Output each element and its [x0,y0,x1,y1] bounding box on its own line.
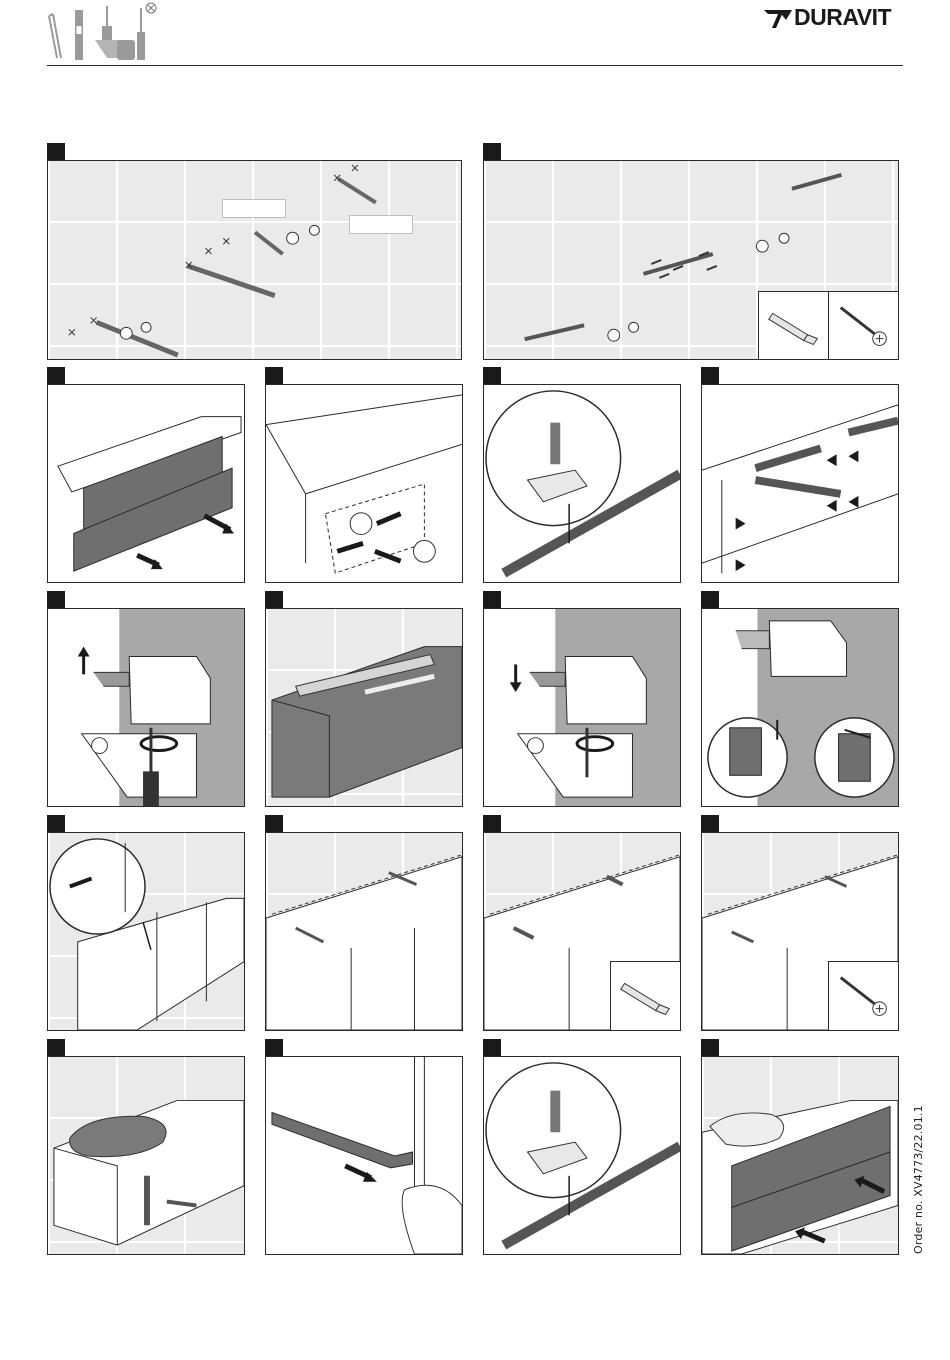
screwdriver-icon [137,3,156,60]
step-panel-drill-holes [265,832,463,1031]
screw-callout [828,961,899,1031]
step-panel-runner-lock [265,1056,463,1255]
drawer-removal-illustration [266,385,462,582]
step-panel-runner-release-detail [483,384,681,583]
step-panel-wall-marking [47,160,462,360]
bracket-height-up-illustration [48,609,244,806]
spirit-level-icon [75,10,83,60]
step-panel-bracket-height-up [47,608,245,807]
step-panel-runner-engage-detail [483,1056,681,1255]
drawers-push-in-illustration [702,1057,898,1254]
wall-plug-icon [759,292,829,360]
bracket-adjust-detail-illustration [702,609,898,806]
step-number-tag [265,591,283,609]
brand-name: DURAVIT [794,4,891,31]
drawers-pull-out-illustration [48,385,244,582]
step-panel-drawers-push-in [701,1056,899,1255]
runner-lock-illustration [266,1057,462,1254]
step-panel-basin-mounting [47,1056,245,1255]
tape-measure-icon [117,40,135,60]
step-number-tag [701,591,719,609]
step-panel-bracket-adjust-detail [701,608,899,807]
step-panel-fix-screw-detail [47,832,245,1031]
step-number-tag [483,591,501,609]
step-number-tag [483,367,501,385]
step-panel-insert-screws [701,832,899,1031]
runner-release-illustration [484,385,680,582]
screw-icon [829,962,899,1031]
order-number: Order no. XV4773/22.01.1 [912,1105,925,1254]
tools-icon-strip [47,2,159,62]
step-panel-bracket-positions [701,384,899,583]
basin-mounting-illustration [48,1057,244,1254]
drill-holes-illustration [266,833,462,1030]
screw-icon [829,292,899,360]
step-number-tag [265,367,283,385]
step-number-tag [47,591,65,609]
step-panel-drawers-pull-out [47,384,245,583]
step-number-tag [265,1039,283,1057]
step-number-tag [483,815,501,833]
wall-plug-callout [758,291,830,360]
bracket-height-down-illustration [484,609,680,806]
wall-plug-icon [611,962,681,1031]
wall-plug-callout [610,961,681,1031]
step-number-tag [47,1039,65,1057]
cabinet-level-illustration [266,609,462,806]
step-panel-insert-dowels [483,832,681,1031]
step-number-tag [701,367,719,385]
pencil-icon [49,14,61,58]
step-number-tag [47,815,65,833]
step-number-tag [483,143,501,161]
step-number-tag [483,1039,501,1057]
step-number-tag [47,143,65,161]
step-panel-bracket-height-down [483,608,681,807]
runner-engage-illustration [484,1057,680,1254]
step-number-tag [701,1039,719,1057]
step-number-tag [47,367,65,385]
screw-callout [828,291,899,360]
header-divider [47,65,903,66]
wall-marking-illustration [48,161,461,359]
step-panel-wall-bracket-screws [483,160,899,360]
step-number-tag [265,815,283,833]
step-number-tag [701,815,719,833]
fix-screw-detail-illustration [48,833,244,1030]
bracket-positions-illustration [702,385,898,582]
step-panel-cabinet-level [265,608,463,807]
step-panel-drawer-removal [265,384,463,583]
